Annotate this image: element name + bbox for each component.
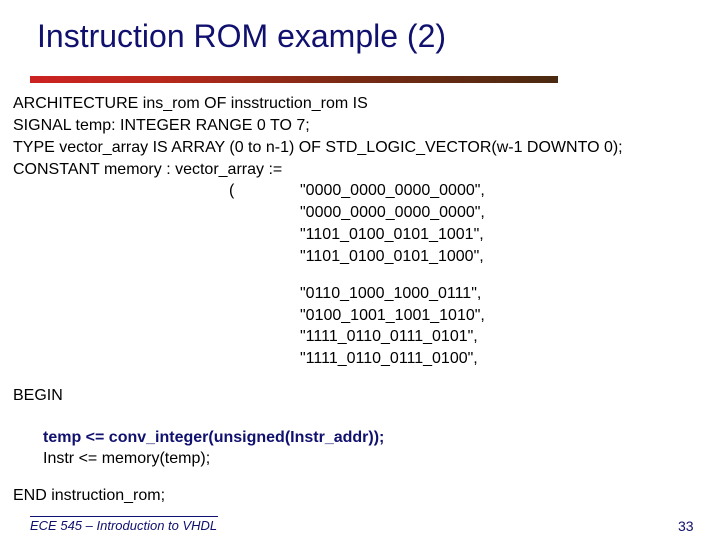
memory-value-2: "1101_0100_0101_1001", xyxy=(300,226,484,243)
memory-value-0: "0000_0000_0000_0000", xyxy=(300,182,485,199)
footer-course-title: ECE 545 – Introduction to VHDL xyxy=(30,518,218,533)
code-instr-assignment: Instr <= memory(temp); xyxy=(43,450,211,467)
slide-title: Instruction ROM example (2) xyxy=(37,18,447,54)
code-line-type: TYPE vector_array IS ARRAY (0 to n-1) OF… xyxy=(13,139,623,156)
code-end: END instruction_rom; xyxy=(13,487,166,504)
title-underline xyxy=(30,76,558,83)
memory-value-4: "0110_1000_1000_0111", xyxy=(300,285,482,302)
memory-value-3: "1101_0100_0101_1000", xyxy=(300,248,484,265)
memory-value-6: "1111_0110_0111_0101", xyxy=(300,328,478,345)
code-open-paren: ( xyxy=(229,182,235,199)
memory-value-1: "0000_0000_0000_0000", xyxy=(300,204,485,221)
code-temp-assignment: temp <= conv_integer(unsigned(Instr_addr… xyxy=(43,429,385,446)
code-line-architecture: ARCHITECTURE ins_rom OF insstruction_rom… xyxy=(13,95,368,112)
memory-value-7: "1111_0110_0111_0100", xyxy=(300,350,478,367)
code-begin: BEGIN xyxy=(13,387,63,404)
footer-divider xyxy=(30,516,218,517)
code-line-signal: SIGNAL temp: INTEGER RANGE 0 TO 7; xyxy=(13,117,310,134)
page-number: 33 xyxy=(678,518,694,534)
memory-value-5: "0100_1001_1001_1010", xyxy=(300,307,485,324)
code-line-constant: CONSTANT memory : vector_array := xyxy=(13,161,283,178)
